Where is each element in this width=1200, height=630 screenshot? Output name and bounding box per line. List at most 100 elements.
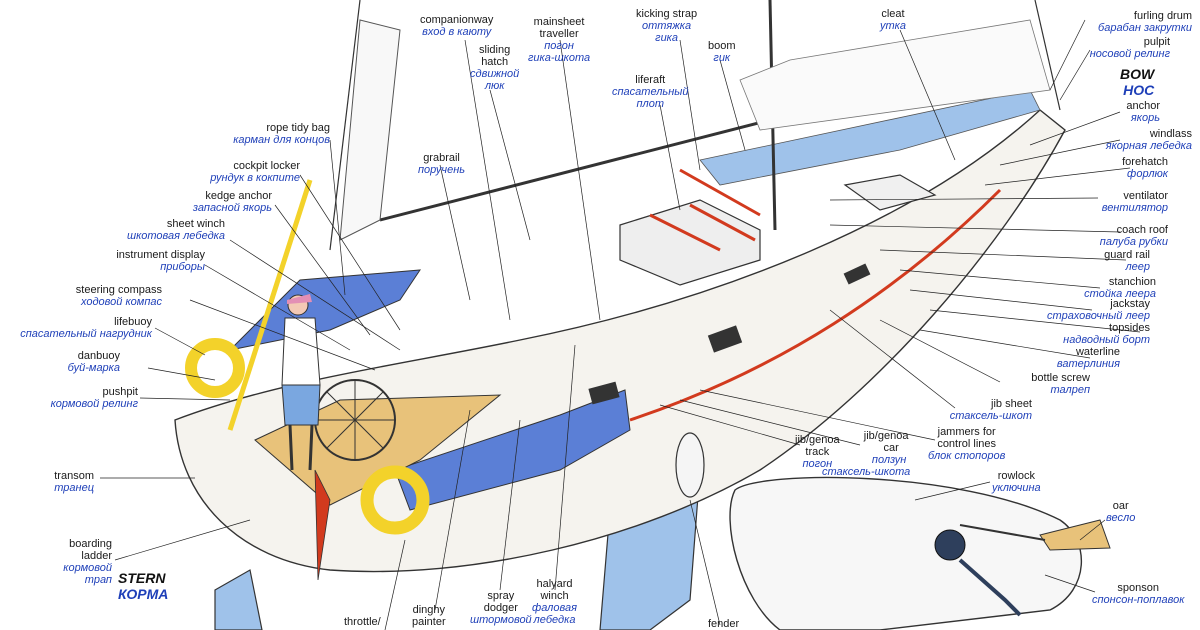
- label-halyard-winch-en2: winch: [540, 590, 569, 602]
- label-topsides-ru: надводный борт: [1063, 334, 1150, 346]
- bow-label-en: BOW: [1120, 66, 1155, 82]
- stern-label-en: STERN: [118, 570, 166, 586]
- label-pushpit-en: pushpit: [102, 386, 138, 398]
- label-boarding-ladder-ru1: кормовой: [63, 562, 112, 574]
- label-cockpit-locker-ru: рундук в кокпите: [210, 172, 300, 184]
- label-mainsheet-traveller-ru2: гика-шкота: [528, 52, 591, 64]
- label-mainsheet-traveller-en2: traveller: [539, 28, 579, 40]
- label-windlass-ru: якорная лебедка: [1105, 140, 1192, 152]
- label-oar-en: oar: [1112, 500, 1129, 512]
- label-lifebuoy-en: lifebuoy: [114, 316, 152, 328]
- label-sliding-hatch-ru2: люк: [484, 80, 505, 92]
- hull-blue-band: [394, 389, 631, 511]
- label-forehatch-ru: форлюк: [1127, 168, 1168, 180]
- label-windlass: windlass якорная лебедка: [1106, 128, 1192, 152]
- label-jammers-en2: control lines: [937, 438, 997, 450]
- label-dinghy-painter-en2: painter: [412, 616, 446, 628]
- label-sliding-hatch-ru1: сдвижной: [470, 68, 520, 80]
- label-sliding-hatch-en2: hatch: [481, 56, 509, 68]
- danbuoy-flag: [314, 469, 331, 581]
- label-boom-en: boom: [708, 40, 736, 52]
- liferaft-canister: [619, 199, 761, 286]
- label-stanchion-en: stanchion: [1108, 276, 1156, 288]
- label-sliding-hatch-en1: sliding: [479, 44, 511, 56]
- label-liferaft-en: liferaft: [635, 74, 666, 86]
- porthole-1: [707, 325, 743, 353]
- label-liferaft-ru1: спасательный: [612, 86, 689, 98]
- label-pulpit-en: pulpit: [1143, 36, 1170, 48]
- label-steering-compass: steering compass ходовой компас: [76, 284, 162, 308]
- label-stanchion-ru: стойка леера: [1084, 288, 1156, 300]
- label-pushpit-ru: кормовой релинг: [50, 398, 138, 410]
- oar-blade: [1039, 519, 1111, 551]
- label-boarding-ladder-en2: ladder: [81, 550, 112, 562]
- label-kicking-strap-en: kicking strap: [636, 8, 698, 20]
- fender-shape: [675, 432, 705, 498]
- helmsman-cap: [287, 294, 312, 304]
- label-oar: oar весло: [1106, 500, 1135, 524]
- label-bottle-screw-en: bottle screw: [1031, 372, 1090, 384]
- lifebuoy-ring-2: [360, 465, 430, 535]
- red-sheet: [679, 168, 761, 217]
- label-ventilator-ru: вентилятор: [1101, 202, 1168, 214]
- helmsman-legs: [288, 424, 314, 471]
- label-jib-genoa-track-en2: track: [805, 446, 830, 458]
- label-bottle-screw: bottle screw талреп: [1031, 372, 1090, 396]
- label-cleat-en: cleat: [881, 8, 905, 20]
- label-bottle-screw-ru: талреп: [1050, 384, 1090, 396]
- label-waterline-en: waterline: [1075, 346, 1120, 358]
- bow-label-ru: НОС: [1123, 82, 1155, 98]
- label-boarding-ladder-ru2: трап: [84, 574, 112, 586]
- helmsman-shirt: [281, 317, 321, 386]
- label-sheet-winch-en: sheet winch: [166, 218, 225, 230]
- label-rope-tidy-bag: rope tidy bag карман для концов: [233, 122, 330, 146]
- label-instrument-display-en: instrument display: [116, 249, 205, 261]
- stern-label: STERN КОРМА: [118, 570, 168, 602]
- label-sliding-hatch: sliding hatch сдвижной люк: [470, 44, 519, 92]
- label-boom: boom гик: [708, 40, 736, 64]
- label-boom-ru: гик: [713, 52, 731, 64]
- label-jackstay-en: jackstay: [1110, 298, 1150, 310]
- label-coach-roof-en: coach roof: [1116, 224, 1168, 236]
- label-jib-genoa-car-ru2: стаксель-шкота: [822, 466, 911, 478]
- label-rowlock: rowlock уключина: [992, 470, 1041, 494]
- label-halyard-winch: halyard winch фаловая лебедка: [532, 578, 577, 626]
- label-kedge-anchor: kedge anchor запасной якорь: [193, 190, 272, 214]
- label-kicking-strap-ru2: гика: [655, 32, 678, 44]
- label-fender-en: fender: [708, 618, 740, 630]
- bow-label: BOW НОС: [1120, 66, 1154, 98]
- label-liferaft-ru2: плот: [636, 98, 664, 110]
- label-boarding-ladder: boarding ladder кормовой трап: [63, 538, 112, 586]
- label-dinghy-painter: dinghy painter: [412, 604, 446, 628]
- label-mainsheet-traveller-en1: mainsheet: [533, 16, 585, 28]
- label-spray-dodger: spray dodger штормовой: [470, 590, 532, 626]
- label-lifebuoy-ru: спасательный нагрудник: [20, 328, 152, 340]
- label-transom-en: transom: [54, 470, 94, 482]
- label-halyard-winch-ru2: лебедка: [533, 614, 576, 626]
- boom-spar: [379, 118, 771, 222]
- label-anchor-ru: якорь: [1130, 112, 1160, 124]
- jib-furled: [739, 19, 1051, 131]
- oar-shaft: [959, 524, 1046, 541]
- label-mainsheet-traveller-ru1: погон: [544, 40, 574, 52]
- label-halyard-winch-ru1: фаловая: [532, 602, 577, 614]
- label-transom: transom транец: [54, 470, 94, 494]
- label-grabrail-en: grabrail: [423, 152, 460, 164]
- outboard-shaft: [958, 558, 1022, 617]
- label-steering-compass-ru: ходовой компас: [80, 296, 162, 308]
- label-steering-compass-en: steering compass: [75, 284, 162, 296]
- label-boarding-ladder-en1: boarding: [69, 538, 112, 550]
- label-kicking-strap-ru: оттяжка: [642, 20, 692, 32]
- label-guard-rail-ru: леер: [1125, 261, 1150, 273]
- label-cockpit-locker: cockpit locker рундук в кокпите: [210, 160, 300, 184]
- label-oar-ru: весло: [1106, 512, 1136, 524]
- label-danbuoy-ru: буй-марка: [67, 362, 120, 374]
- label-ventilator: ventilator вентилятор: [1102, 190, 1168, 214]
- label-sponson-en: sponson: [1117, 582, 1159, 594]
- deck-strip: [699, 89, 1041, 186]
- label-jib-genoa-track: jib/genoa track погон: [795, 434, 840, 470]
- label-waterline-ru: ватерлиния: [1056, 358, 1120, 370]
- label-danbuoy-en: danbuoy: [77, 350, 120, 362]
